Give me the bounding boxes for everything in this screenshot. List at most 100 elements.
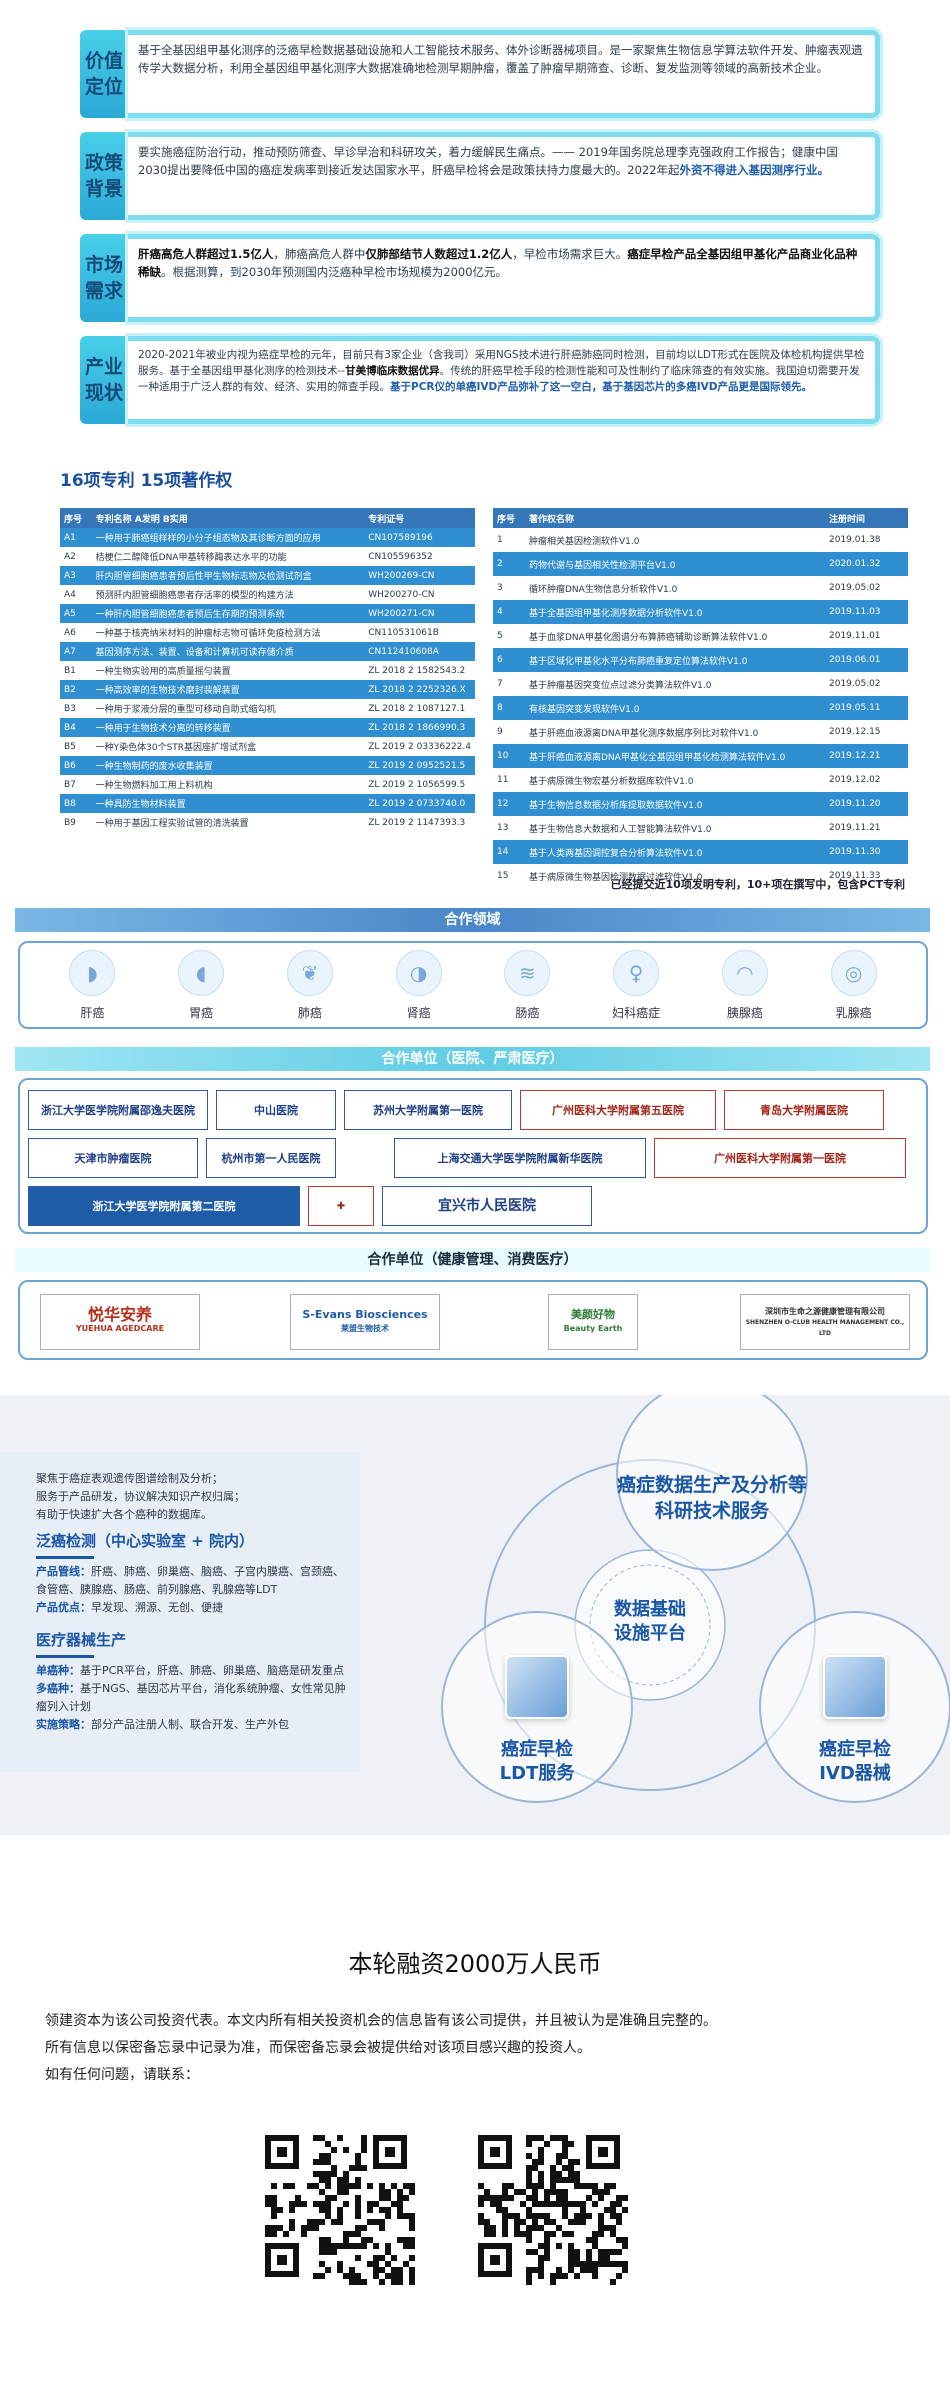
qr-module: [616, 2213, 622, 2219]
qr-module: [361, 2147, 367, 2153]
copyright-name: 基于全基因组甲基化测序数据分析软件V1.0: [525, 600, 825, 624]
qr-module: [484, 2189, 490, 2195]
patents-col-name: 专利名称 A发明 B实用: [91, 508, 365, 528]
area-label: 肠癌: [515, 1005, 540, 1020]
qr-module: [289, 2201, 295, 2207]
copyright-no: 10: [493, 744, 525, 768]
patent-cert: ZL 2019 2 1056599.5: [364, 775, 475, 794]
policy-text: 要实施癌症防治行动，推动预防筛查、早诊早治和科研攻关，着力缓解民生痛点。—— 2…: [128, 132, 880, 220]
copyright-no: 1: [493, 528, 525, 552]
qr-module: [520, 2201, 526, 2207]
qr-module: [532, 2213, 538, 2219]
health-logo-4-name: 深圳市生命之源健康管理有限公司: [765, 1306, 885, 1316]
health-logo-2-name: S-Evans Biosciences: [302, 1308, 428, 1321]
ldt-device-icon: [505, 1655, 569, 1719]
qr-code-2[interactable]: [478, 2135, 628, 2285]
qr-module: [361, 2243, 367, 2249]
patent-cert: CN105596352: [364, 547, 475, 566]
qr-module: [604, 2255, 610, 2261]
qr-code-1[interactable]: [265, 2135, 415, 2285]
qr-module: [355, 2165, 361, 2171]
qr-module: [574, 2183, 580, 2189]
health-logo-3-name: 美颜好物: [571, 1308, 615, 1321]
qr-module: [538, 2261, 544, 2267]
qr-module: [592, 2189, 598, 2195]
liver-icon: ◗: [69, 949, 116, 996]
qr-module: [391, 2273, 397, 2279]
qr-module: [568, 2261, 574, 2267]
qr-module: [568, 2141, 574, 2147]
qr-module: [514, 2219, 520, 2225]
patent-name: 桔梗仁二醇降低DNA甲基转移酶表达水平的功能: [91, 547, 365, 566]
qr-module: [598, 2189, 604, 2195]
qr-module: [478, 2213, 484, 2219]
qr-module: [514, 2225, 520, 2231]
qr-finder: [478, 2243, 512, 2277]
qr-module: [586, 2213, 592, 2219]
qr-module: [490, 2201, 496, 2207]
qr-module: [574, 2219, 580, 2225]
qr-module: [526, 2153, 532, 2159]
patent-cert: WH200270-CN: [364, 585, 475, 604]
copyright-date: 2019.12.21: [825, 744, 908, 768]
qr-module: [325, 2243, 331, 2249]
industry-bold-2: 基于PCR仪的单癌IVD产品弥补了这一空白，基于基因芯片的多癌IVD产品更是国际…: [390, 381, 812, 393]
area-label: 肺癌: [297, 1005, 322, 1020]
qr-module: [598, 2225, 604, 2231]
qr-module: [586, 2255, 592, 2261]
qr-module: [307, 2183, 313, 2189]
copyright-no: 7: [493, 672, 525, 696]
qr-module: [379, 2225, 385, 2231]
qr-module: [526, 2237, 532, 2243]
qr-module: [592, 2267, 598, 2273]
qr-module: [604, 2249, 610, 2255]
biz-intro-1: 聚焦于癌症表观遗传图谱绘制及分析；: [36, 1472, 223, 1485]
top-node-ring: [616, 1395, 808, 1571]
center-inner-ring: [589, 1564, 711, 1686]
hospital-logo-7: 杭州市第一人民医院: [206, 1138, 336, 1178]
qr-module: [373, 2201, 379, 2207]
qr-module: [319, 2135, 325, 2141]
copyright-date: 2019.11.33: [825, 864, 908, 888]
qr-module: [295, 2201, 301, 2207]
qr-finder: [265, 2243, 299, 2277]
qr-module: [502, 2213, 508, 2219]
qr-module: [526, 2207, 532, 2213]
qr-module: [490, 2231, 496, 2237]
qr-module: [343, 2189, 349, 2195]
qr-module: [586, 2267, 592, 2273]
qr-module: [604, 2189, 610, 2195]
copyright-date: 2019.11.20: [825, 792, 908, 816]
market-label: 市场需求: [80, 234, 128, 322]
qr-module: [319, 2159, 325, 2165]
qr-module: [319, 2177, 325, 2183]
qr-module: [532, 2225, 538, 2231]
patent-no: B8: [60, 794, 92, 813]
biz-sec1-val2: 早发现、溯源、无创、便捷: [91, 1601, 223, 1614]
qr-module: [604, 2225, 610, 2231]
qr-module: [526, 2273, 532, 2279]
copyright-name: 基于人类两基因调控复合分析算法软件V1.0: [525, 840, 825, 864]
area-label: 胰腺癌: [726, 1005, 763, 1020]
qr-module: [538, 2225, 544, 2231]
qr-module: [289, 2183, 295, 2189]
patent-cert: ZL 2018 2 1087127.1: [364, 699, 475, 718]
qr-module: [616, 2249, 622, 2255]
qr-module: [373, 2219, 379, 2225]
market-bold-1: 肝癌高危人群超过1.5亿人: [138, 247, 274, 261]
qr-module: [409, 2189, 415, 2195]
qr-module: [496, 2201, 502, 2207]
qr-module: [610, 2213, 616, 2219]
qr-module: [355, 2207, 361, 2213]
biz-intro-3: 有助于快速扩大各个癌种的数据库。: [36, 1508, 212, 1521]
qr-module: [544, 2201, 550, 2207]
patents-header-row: 序号 专利名称 A发明 B实用 专利证号: [60, 508, 475, 528]
biz-sec1-row1: 产品管线：肝癌、肺癌、卵巢癌、脑癌、子宫内膜癌、宫颈癌、食管癌、胰腺癌、肠癌、前…: [36, 1563, 346, 1599]
